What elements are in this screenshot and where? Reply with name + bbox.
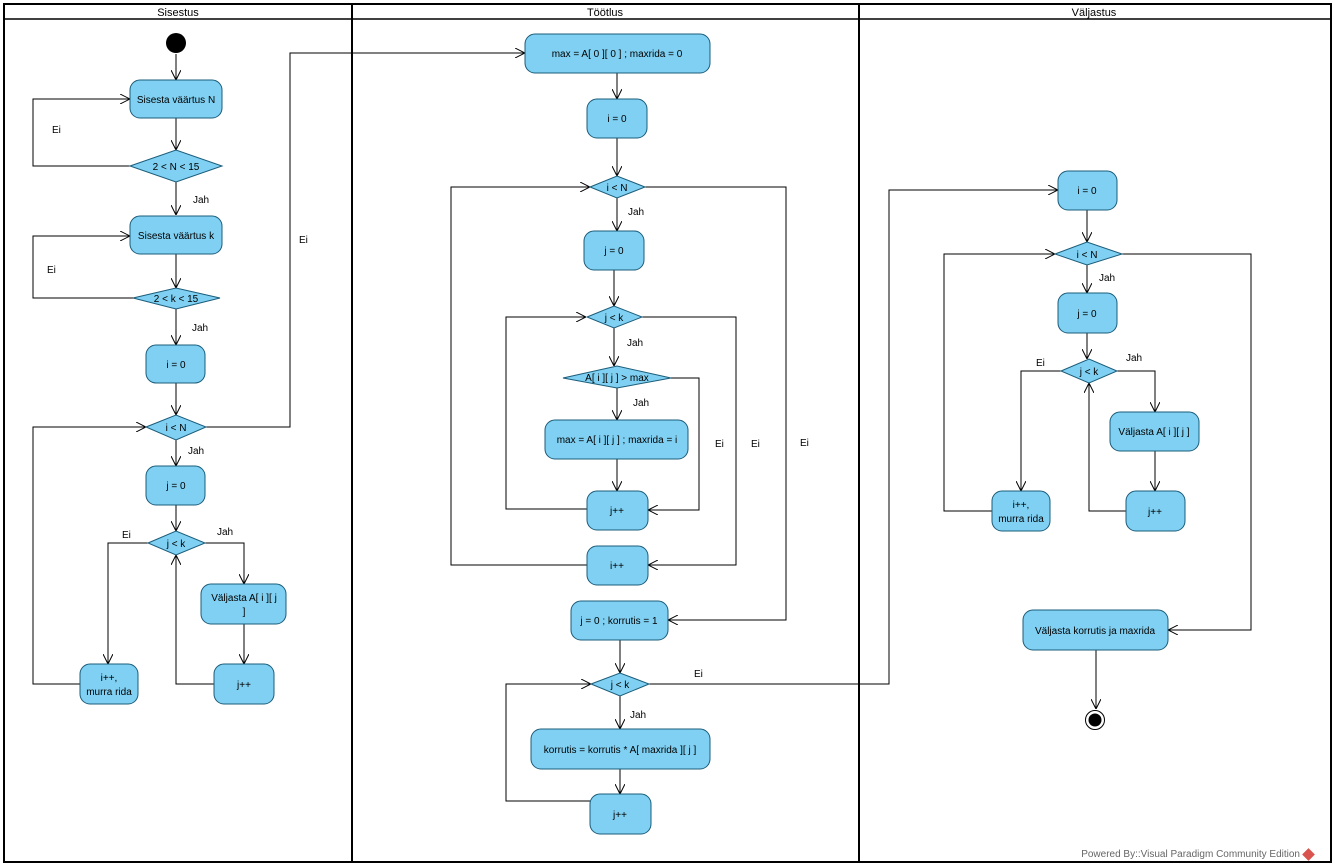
text-t-i-zero: i = 0	[607, 114, 627, 125]
text-prod-init: j = 0 ; korrutis = 1	[579, 616, 658, 627]
guard-label: Jah	[1126, 353, 1142, 364]
text-s-j-inc: j++	[236, 680, 251, 691]
text-t-j-zero: j = 0	[603, 246, 624, 257]
text-print-final: Väljasta korrutis ja maxrida	[1035, 626, 1155, 637]
guard-label: Jah	[1099, 273, 1115, 284]
action-t-j-zero	[583, 230, 645, 271]
text-t-j-lt-k: j < k	[604, 313, 625, 324]
action-max-init	[524, 33, 711, 74]
decision-s-j-lt-k	[146, 530, 207, 556]
lane-title-input: Sisestus	[157, 7, 199, 19]
action-prod-init	[570, 600, 669, 641]
guard-label: Jah	[217, 527, 233, 538]
text-enter-k: Sisesta väärtus k	[138, 231, 215, 242]
text-enter-n: Sisesta väärtus N	[137, 95, 215, 106]
guard-label: Ei	[122, 530, 131, 541]
text-s-i-zero: i = 0	[166, 360, 186, 371]
action-v-i-inc	[991, 490, 1051, 532]
guard-label: Ei	[52, 125, 61, 136]
guard-label: Ei	[1036, 358, 1045, 369]
text-t-j-inc: j++	[609, 506, 624, 517]
action-enter-k	[129, 215, 223, 255]
action-t-j-inc	[586, 490, 649, 531]
guard-label: Ei	[694, 669, 703, 680]
text-greater-than-max: A[ i ][ j ] > max	[585, 373, 649, 384]
guard-label: Jah	[627, 338, 643, 349]
text-v-i-zero: i = 0	[1077, 186, 1097, 197]
action-enter-n	[129, 79, 223, 119]
text-v-j-inc: j++	[1147, 507, 1162, 518]
guard-label: Jah	[188, 446, 204, 457]
text-s-j-zero: j = 0	[165, 481, 186, 492]
text-s-i-inc-line2: murra rida	[86, 687, 132, 698]
text-v-i-inc-line1: i++,	[1013, 500, 1030, 511]
text-s-print-a-line1: Väljasta A[ i ][ j	[211, 593, 277, 604]
action-v-print-a	[1109, 411, 1200, 452]
edges	[32, 53, 1252, 802]
guard-label: Jah	[192, 323, 208, 334]
action-s-j-inc	[213, 663, 275, 705]
text-t-i-lt-n: i < N	[607, 183, 628, 194]
decision-n-range	[128, 149, 224, 183]
text-k-range: 2 < k < 15	[154, 294, 199, 305]
action-v-i-zero	[1057, 170, 1118, 211]
text-max-init: max = A[ 0 ][ 0 ] ; maxrida = 0	[552, 49, 683, 60]
guard-label: Jah	[193, 195, 209, 206]
action-s-j-zero	[145, 465, 206, 506]
action-product	[530, 728, 711, 770]
lane-title-output: Väljastus	[1072, 7, 1117, 19]
action-s-print-a	[200, 583, 287, 625]
text-v-i-lt-n: i < N	[1077, 250, 1098, 261]
start-node-icon	[166, 33, 186, 53]
decision-t-j-lt-k	[585, 305, 644, 329]
text-v-j-lt-k: j < k	[1079, 367, 1100, 378]
action-t-i-inc	[586, 545, 649, 586]
guard-label: Ei	[800, 438, 809, 449]
text-product: korrutis = korrutis * A[ maxrida ][ j ]	[544, 745, 697, 756]
guard-label: Ei	[47, 265, 56, 276]
watermark: Powered By::Visual Paradigm Community Ed…	[1081, 847, 1315, 861]
end-node-icon	[1085, 710, 1105, 730]
action-t-i-zero	[586, 98, 648, 139]
text-v-j-zero: j = 0	[1076, 309, 1097, 320]
guard-label: Ei	[751, 439, 760, 450]
action-set-max	[544, 419, 689, 460]
text-s-i-inc-line1: i++,	[101, 673, 118, 684]
swimlanes	[3, 3, 1332, 863]
decision-v-i-lt-n	[1053, 241, 1124, 266]
watermark-text: Powered By::Visual Paradigm Community Ed…	[1081, 849, 1300, 860]
lane-title-processing: Töötlus	[587, 7, 624, 19]
action-v-j-zero	[1057, 292, 1118, 334]
decision-t-j-lt-k-2	[589, 672, 651, 697]
text-s-i-lt-n: i < N	[166, 423, 187, 434]
action-print-final	[1022, 609, 1169, 651]
text-set-max: max = A[ i ][ j ] ; maxrida = i	[557, 435, 678, 446]
visual-paradigm-logo-icon	[1302, 847, 1315, 861]
text-t-i-inc: i++	[610, 561, 624, 572]
text-s-print-a-line2: ]	[243, 607, 246, 618]
text-v-i-inc-line2: murra rida	[998, 514, 1044, 525]
decision-greater-than-max	[562, 365, 672, 389]
action-s-i-inc	[79, 663, 139, 705]
guard-label: Jah	[630, 710, 646, 721]
text-s-j-lt-k: j < k	[166, 539, 187, 550]
action-t-j-inc-2	[589, 793, 652, 835]
action-s-i-zero	[145, 344, 206, 384]
guard-label: Ei	[299, 235, 308, 246]
decision-t-i-lt-n	[588, 175, 647, 199]
text-n-range: 2 < N < 15	[153, 162, 200, 173]
guard-label: Jah	[633, 398, 649, 409]
decision-v-j-lt-k	[1059, 358, 1119, 384]
action-v-j-inc	[1125, 490, 1186, 532]
text-t-j-inc-2: j++	[612, 810, 627, 821]
decision-s-i-lt-n	[144, 414, 208, 441]
guard-label: Jah	[628, 207, 644, 218]
text-t-j-lt-k-2: j < k	[610, 680, 631, 691]
decision-k-range	[132, 287, 221, 310]
guard-label: Ei	[715, 439, 724, 450]
text-v-print-a: Väljasta A[ i ][ j ]	[1118, 427, 1189, 438]
